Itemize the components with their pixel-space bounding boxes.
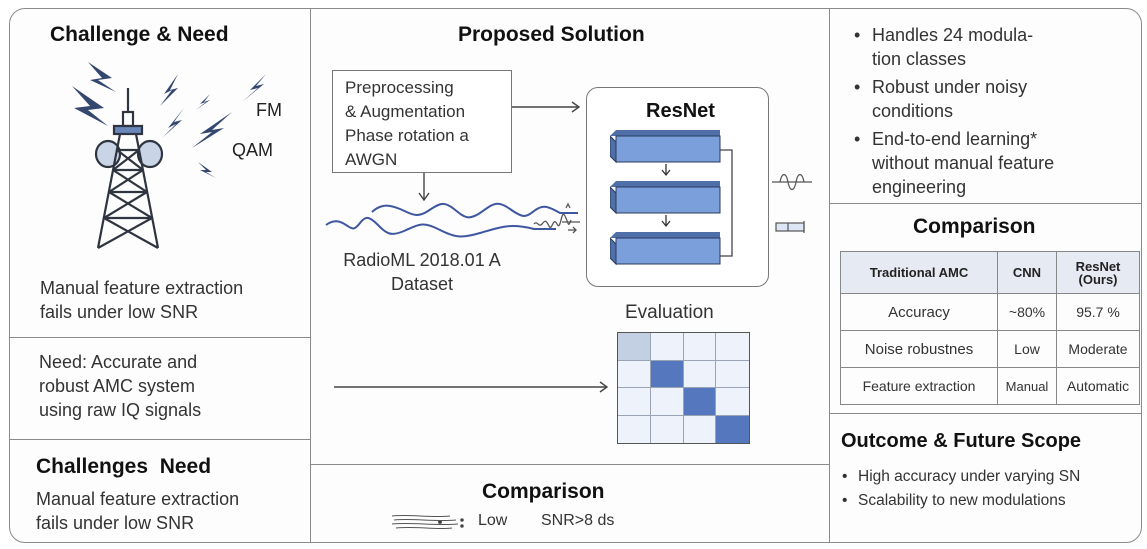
evaluation-title: Evaluation: [625, 302, 714, 323]
matrix-cell: [683, 388, 717, 416]
table-row: Accuracy ~80% 95.7 %: [840, 293, 1140, 331]
comparison-snr-label: SNR>8 ds: [541, 512, 615, 529]
matrix-cell: [716, 415, 749, 443]
header-cnn: CNN: [997, 251, 1057, 294]
output-icons: [772, 173, 812, 233]
matrix-cell: [618, 415, 651, 443]
confusion-matrix: [617, 332, 750, 444]
table-row: Feature extraction Manual Automatic: [840, 367, 1140, 405]
outcome-item: Scalability to new modulations: [838, 489, 1138, 513]
outcome-item: High accuracy under varying SN: [838, 465, 1138, 489]
matrix-cell: [618, 360, 651, 388]
cell: Moderate: [1056, 330, 1140, 368]
header-resnet: ResNet (Ours): [1056, 251, 1140, 294]
block-arrow-1: [661, 164, 671, 177]
matrix-cell: [716, 360, 749, 388]
cell: Low: [997, 330, 1057, 368]
resnet-blocks: [610, 130, 733, 266]
matrix-cell: [683, 360, 717, 388]
matrix-cell: [716, 388, 749, 416]
resnet-block-2: [610, 181, 721, 215]
matrix-cell: [650, 388, 684, 416]
feature-list: Handles 24 modula- tion classes Robust u…: [850, 23, 1135, 199]
flow-arrows: [334, 101, 609, 393]
tower-illustration: FM QAM: [72, 62, 282, 249]
signal-label-fm: FM: [256, 100, 282, 120]
cell: Accuracy: [840, 293, 998, 331]
noisy-signal-glyph: [533, 202, 580, 234]
block-arrow-2: [661, 215, 671, 228]
cell: Noise robustnes: [840, 330, 998, 368]
cell: ~80%: [997, 293, 1057, 331]
cell: Automatic: [1056, 367, 1140, 405]
cell: 95.7 %: [1056, 293, 1140, 331]
divider-right-2: [829, 413, 1142, 414]
right-comparison-title: Comparison: [913, 215, 1036, 238]
outcome-title: Outcome & Future Scope: [841, 430, 1082, 452]
feature-item: Handles 24 modula- tion classes: [850, 23, 1135, 71]
matrix-cell: [683, 333, 717, 361]
matrix-cell: [716, 333, 749, 361]
divider-left-1: [9, 337, 310, 338]
comparison-low-label: Low: [478, 512, 508, 529]
resnet-title: ResNet: [646, 100, 715, 122]
wave-i: [371, 202, 578, 219]
feature-item: Robust under noisy conditions: [850, 75, 1135, 123]
matrix-cell: [618, 333, 651, 361]
resnet-block-1: [610, 130, 721, 164]
matrix-cell: [650, 333, 684, 361]
cell: Manual: [997, 367, 1057, 405]
residual-skip-connection: [720, 149, 733, 257]
cell: Feature extraction: [840, 367, 998, 405]
radio-tower-icon: [94, 88, 164, 249]
divider-left-column: [310, 8, 311, 543]
proposed-solution-title: Proposed Solution: [458, 23, 645, 46]
challenges-need-title: Challenges Need: [36, 455, 212, 478]
divider-right-1: [829, 203, 1142, 204]
signal-label-qam: QAM: [232, 140, 273, 160]
divider-left-2: [9, 439, 310, 440]
comparison-table: Traditional AMC CNN ResNet (Ours) Accura…: [840, 251, 1140, 405]
preprocessing-box: Preprocessing & Augmentation Phase rotat…: [332, 70, 512, 173]
sine-wave-icon: [772, 173, 812, 191]
divider-center-bottom: [310, 464, 829, 465]
divider-right-column: [829, 8, 830, 543]
wave-q: [325, 217, 556, 238]
matrix-cell: [650, 415, 684, 443]
center-comparison-title: Comparison: [482, 480, 605, 503]
resnet-block-3: [610, 232, 721, 266]
challenge-text: Manual feature extraction fails under lo…: [40, 278, 244, 322]
iq-signal-waves: [325, 202, 578, 238]
table-row: Noise robustnes Low Moderate: [840, 330, 1140, 368]
feature-item: End-to-end learning* without manual feat…: [850, 127, 1135, 199]
matrix-cell: [618, 388, 651, 416]
challenge-need-title: Challenge & Need: [50, 23, 229, 46]
header-traditional-amc: Traditional AMC: [840, 251, 998, 294]
challenges-need-text: Manual feature extraction fails under lo…: [36, 489, 240, 533]
outcome-list: High accuracy under varying SN Scalabili…: [838, 465, 1138, 513]
matrix-cell: [683, 415, 717, 443]
output-vector-icon: [775, 221, 805, 233]
need-text: Need: Accurate and robust AMC system usi…: [39, 352, 202, 420]
matrix-cell: [650, 360, 684, 388]
lightning-bolt-icon: [72, 62, 266, 178]
dataset-label: RadioML 2018.01 A Dataset: [343, 250, 501, 294]
noise-scribble-icon: [391, 514, 464, 530]
